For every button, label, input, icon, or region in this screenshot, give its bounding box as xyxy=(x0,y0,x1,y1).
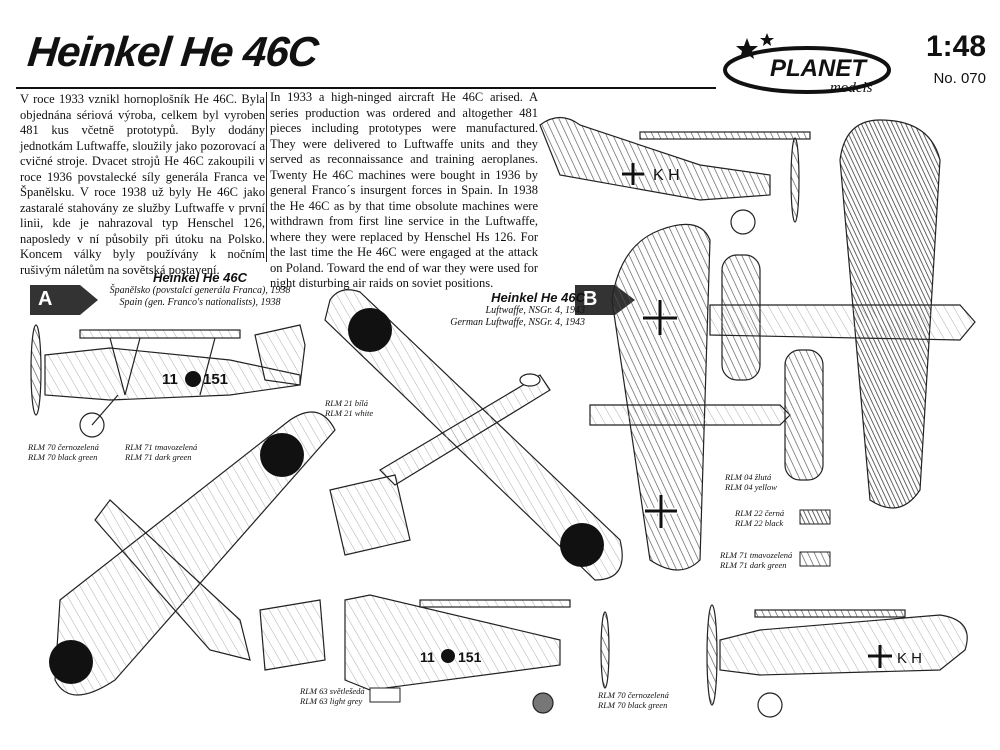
label-rlm70b-cz: RLM 70 černozelená xyxy=(598,690,669,700)
caption-b: Heinkel He 46C Luftwaffe, NSGr. 4, 1943 … xyxy=(425,290,585,329)
logo-text: PLANET xyxy=(770,55,868,82)
caption-a-line2: Spain (gen. Franco's nationalists), 1938 xyxy=(119,297,281,308)
label-rlm21: RLM 21 bílá RLM 21 white xyxy=(325,398,373,418)
label-rlm71-cz: RLM 71 tmavozelená xyxy=(125,442,198,452)
label-rlm71b: RLM 71 tmavozelená RLM 71 dark green xyxy=(720,550,792,570)
code-left-a: 11 xyxy=(162,371,178,388)
badge-a xyxy=(30,285,98,315)
badge-a-label: A xyxy=(38,288,53,310)
code-left-a2: 11 xyxy=(420,649,435,665)
label-rlm70: RLM 70 černozelená RLM 70 black green xyxy=(28,442,99,462)
label-rlm21-cz: RLM 21 bílá xyxy=(325,398,368,408)
swatch-rlm63 xyxy=(369,687,401,703)
czech-description: V roce 1933 vznikl hornoplošník He 46C. … xyxy=(20,92,265,277)
caption-b-line2: German Luftwaffe, NSGr. 4, 1943 xyxy=(450,317,585,328)
underside-view-a xyxy=(324,289,623,581)
label-rlm71: RLM 71 tmavozelená RLM 71 dark green xyxy=(125,442,197,462)
logo-subtext: models xyxy=(830,80,873,96)
top-view-a xyxy=(49,411,336,696)
caption-b-line1: Luftwaffe, NSGr. 4, 1943 xyxy=(485,305,585,316)
side-view-a2: 11 151 xyxy=(344,594,610,714)
label-rlm22: RLM 22 černá RLM 22 black xyxy=(735,508,784,528)
label-rlm71b-en: RLM 71 dark green xyxy=(720,560,787,570)
code-side-b2: K H xyxy=(897,650,922,667)
label-rlm04: RLM 04 žlutá RLM 04 yellow xyxy=(725,472,777,492)
label-rlm63-en: RLM 63 light grey xyxy=(300,696,363,706)
label-rlm22-en: RLM 22 black xyxy=(735,518,784,528)
caption-a: Heinkel He 46C Španělsko (povstalcí gene… xyxy=(100,270,300,309)
label-rlm04-en: RLM 04 yellow xyxy=(725,482,777,492)
label-rlm21-en: RLM 21 white xyxy=(325,408,374,418)
swatch-rlm22 xyxy=(799,509,831,525)
code-side-b: K H xyxy=(653,167,680,184)
top-view-b xyxy=(589,223,824,571)
planet-models-logo: PLANET models xyxy=(712,30,892,100)
label-rlm70b-en: RLM 70 black green xyxy=(598,700,668,710)
label-rlm70-en: RLM 70 black green xyxy=(28,452,98,462)
side-view-a: 11 151 xyxy=(30,324,306,438)
caption-b-title: Heinkel He 46C xyxy=(491,290,585,305)
scale-label: 1:48 xyxy=(925,30,986,63)
caption-a-line1: Španělsko (povstalcí generála Franca), 1… xyxy=(109,285,291,296)
badge-b-label: B xyxy=(583,288,598,310)
header-rule xyxy=(16,87,716,89)
label-rlm63-cz: RLM 63 světlešedá xyxy=(300,686,365,696)
label-rlm04-cz: RLM 04 žlutá xyxy=(725,472,772,482)
label-rlm71-en: RLM 71 dark green xyxy=(125,452,192,462)
caption-a-title: Heinkel He 46C xyxy=(153,270,247,285)
catalog-number: No. 070 xyxy=(933,70,986,87)
side-view-b2: K H xyxy=(706,604,968,718)
swatch-rlm71 xyxy=(799,551,831,567)
english-description: In 1933 a high-ninged aircraft He 46C ar… xyxy=(270,90,538,290)
label-rlm71b-cz: RLM 71 tmavozelená xyxy=(720,550,793,560)
text-divider xyxy=(266,92,267,262)
side-view-b: K H xyxy=(539,116,811,235)
label-rlm63: RLM 63 světlešedá RLM 63 light grey xyxy=(300,686,365,706)
underside-view-b xyxy=(709,119,976,509)
label-rlm70b: RLM 70 černozelená RLM 70 black green xyxy=(598,690,669,710)
label-rlm22-cz: RLM 22 černá xyxy=(735,508,785,518)
label-rlm70-cz: RLM 70 černozelená xyxy=(28,442,99,452)
code-right-a: 151 xyxy=(203,371,228,388)
code-right-a2: 151 xyxy=(458,649,482,665)
